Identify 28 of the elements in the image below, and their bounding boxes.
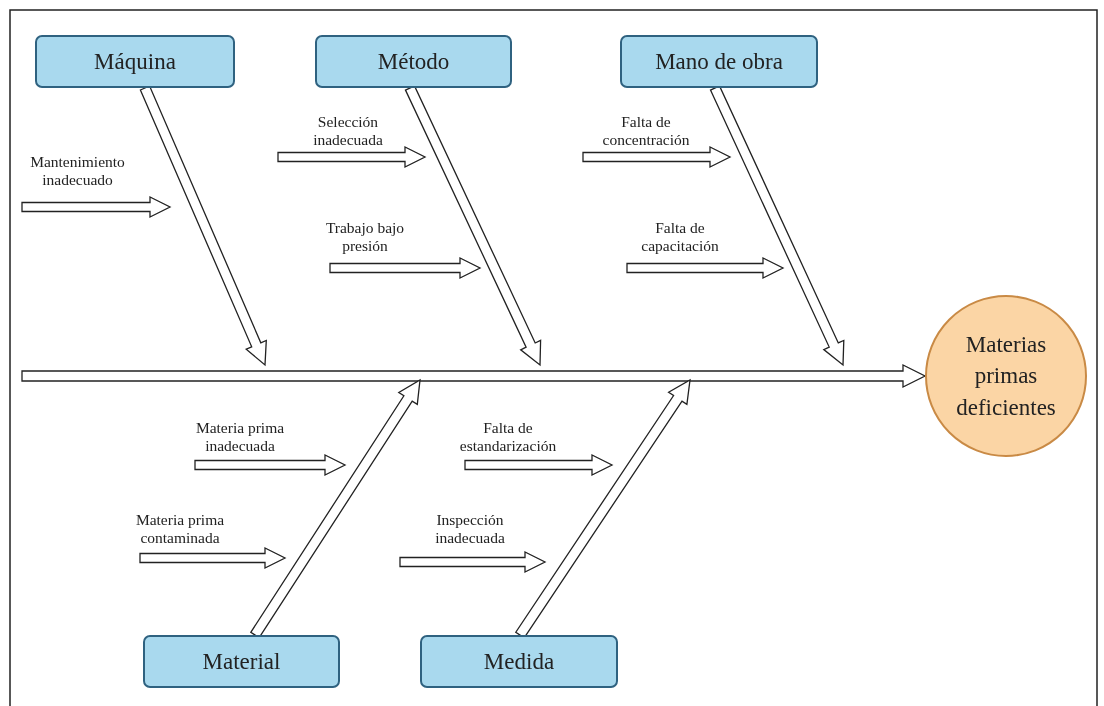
category-box: Material — [143, 635, 340, 688]
arrow — [582, 145, 732, 169]
arrow — [139, 546, 287, 570]
arrow — [277, 145, 427, 169]
arrow — [194, 453, 347, 477]
arrow — [21, 195, 172, 219]
category-box: Máquina — [35, 35, 235, 88]
cause-text: Trabajo bajo presión — [306, 218, 424, 256]
cause-text: Materia prima inadecuada — [174, 418, 306, 456]
cause-text: Falta de capacitación — [624, 218, 736, 256]
cause-text: Mantenimiento inadecuado — [10, 150, 145, 192]
cause-text: Materia prima contaminada — [114, 510, 246, 548]
category-box: Mano de obra — [620, 35, 818, 88]
arrow — [464, 453, 614, 477]
arrow — [709, 85, 845, 367]
arrow — [399, 550, 547, 574]
cause-text: Selección inadecuada — [298, 112, 398, 150]
arrow — [139, 85, 267, 367]
arrow — [329, 256, 482, 280]
effect-circle: Materias primas deficientes — [925, 295, 1087, 457]
cause-text: Falta de estandarización — [436, 418, 580, 456]
category-box: Medida — [420, 635, 618, 688]
spine-arrow — [21, 363, 927, 389]
cause-text: Falta de concentración — [582, 112, 710, 150]
cause-text: Inspección inadecuada — [414, 510, 526, 548]
category-box: Método — [315, 35, 512, 88]
arrow — [404, 85, 542, 367]
arrow — [626, 256, 785, 280]
